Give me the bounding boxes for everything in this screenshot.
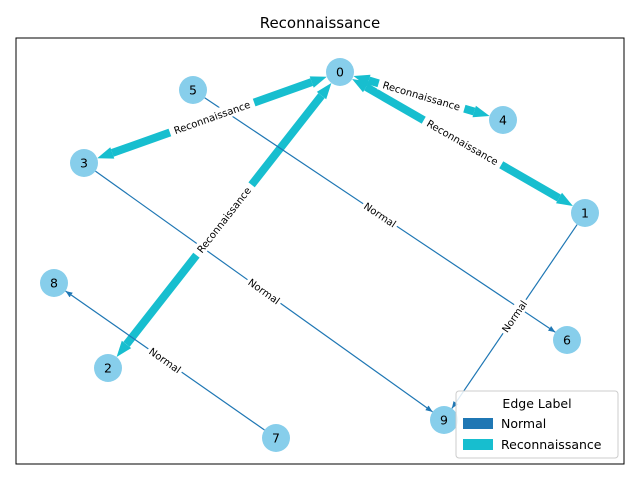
legend-item-reconnaissance: Reconnaissance	[501, 437, 602, 452]
node-circle	[571, 199, 599, 227]
node-9: 9	[430, 406, 458, 434]
node-label: 7	[272, 431, 280, 446]
edge-1-0-arrowtail	[556, 192, 573, 206]
node-label: 4	[499, 113, 507, 128]
node-label: 1	[581, 206, 589, 221]
node-8: 8	[40, 269, 68, 297]
plot-frame	[15, 37, 625, 465]
node-2: 2	[94, 354, 122, 382]
legend-item-normal: Normal	[501, 416, 546, 431]
node-circle	[40, 269, 68, 297]
edge-label-bg	[497, 295, 531, 337]
edge-label-bg	[243, 274, 285, 309]
node-label: 6	[563, 333, 571, 348]
edge-label-3-9: Normal	[243, 274, 285, 309]
diagram-title: Reconnaissance	[260, 14, 381, 32]
legend-title: Edge Label	[502, 396, 571, 411]
edge-label-1-9: Normal	[497, 295, 531, 337]
node-label: 0	[336, 65, 344, 80]
edge-label-0-2: Reconnaissance	[190, 180, 257, 259]
edge-label-bg	[144, 343, 186, 378]
node-circle	[179, 76, 207, 104]
nodes-layer: 0 1 2 3 4 5 6 7 8 9	[40, 58, 599, 452]
node-label: 2	[104, 361, 112, 376]
node-label: 5	[189, 83, 197, 98]
edge-label-bg	[420, 114, 505, 170]
edge-0-2-arrowhead	[116, 340, 132, 357]
legend-swatch-reconnaissance	[463, 439, 493, 450]
edge-label-text: Reconnaissance	[424, 119, 499, 169]
node-label: 8	[50, 276, 58, 291]
node-label: 9	[440, 413, 448, 428]
edge-0-2-arrowtail	[316, 83, 332, 100]
node-circle	[326, 58, 354, 86]
node-label: 3	[80, 156, 88, 171]
node-circle	[430, 406, 458, 434]
legend: Edge Label Normal Reconnaissance	[455, 390, 619, 459]
edge-0-4-arrowhead	[472, 105, 490, 118]
node-5: 5	[179, 76, 207, 104]
edge-0-4-arrowtail	[353, 74, 371, 87]
edge-label-text: Reconnaissance	[173, 100, 252, 137]
node-circle	[94, 354, 122, 382]
edge-label-5-6: Normal	[359, 197, 401, 232]
node-3: 3	[70, 149, 98, 177]
legend-swatch-normal	[463, 418, 493, 429]
node-1: 1	[571, 199, 599, 227]
edge-label-text: Reconnaissance	[196, 186, 254, 256]
edge-label-0-4: Reconnaissance	[376, 76, 467, 115]
edge-label-bg	[190, 180, 257, 259]
node-6: 6	[553, 326, 581, 354]
edge-labels-layer: ReconnaissanceReconnaissanceReconnaissan…	[144, 76, 531, 378]
legend-box	[455, 390, 619, 459]
edge-0-3-arrowhead	[97, 147, 115, 159]
node-circle	[262, 424, 290, 452]
node-7: 7	[262, 424, 290, 452]
edge-label-bg	[167, 95, 257, 139]
edge-0-3-arrowtail	[309, 76, 327, 88]
node-0: 0	[326, 58, 354, 86]
edge-label-bg	[376, 76, 467, 115]
edge-label-7-8: Normal	[144, 343, 186, 378]
node-circle	[553, 326, 581, 354]
edge-label-bg	[359, 197, 401, 232]
node-4: 4	[489, 106, 517, 134]
node-circle	[70, 149, 98, 177]
node-circle	[489, 106, 517, 134]
